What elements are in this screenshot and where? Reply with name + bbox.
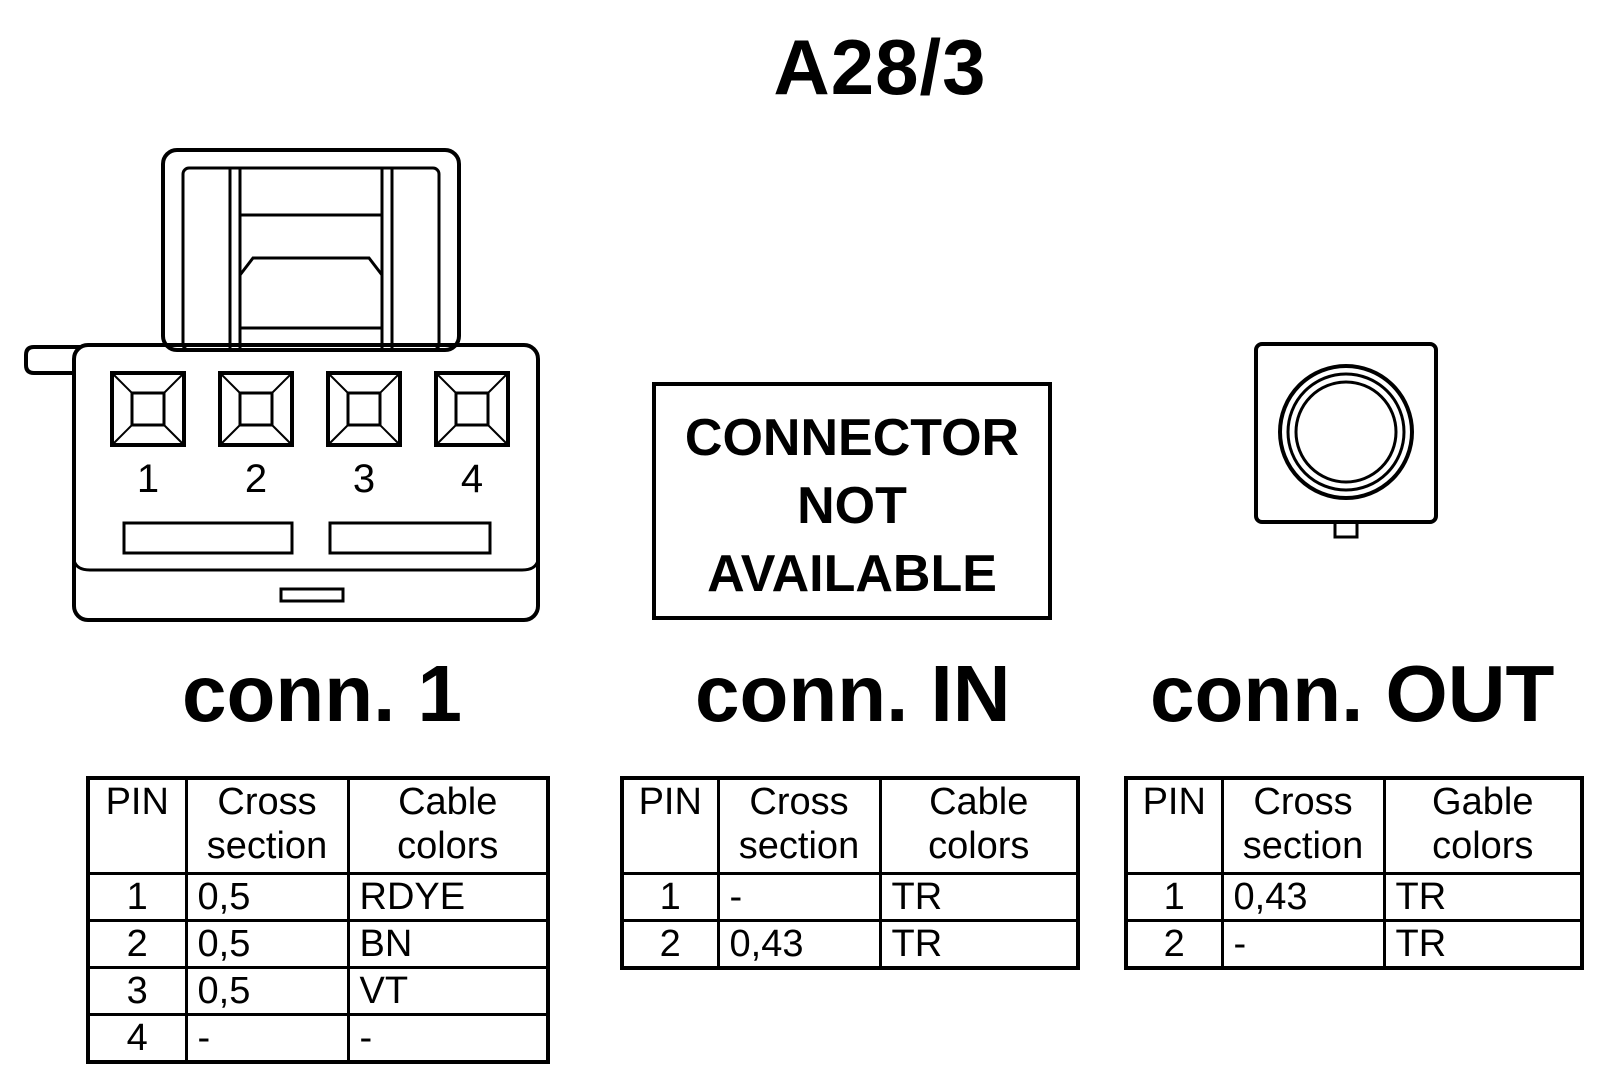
cable-color-cell: VT bbox=[346, 966, 550, 1016]
table-row: 3 0,5 VT bbox=[86, 966, 550, 1016]
table-row: 1 - TR bbox=[620, 872, 1080, 922]
table-row: 1 0,5 RDYE bbox=[86, 872, 550, 922]
pin-cell: 1 bbox=[86, 872, 188, 922]
table-row: 2 0,43 TR bbox=[620, 919, 1080, 970]
cable-color-cell: TR bbox=[1382, 919, 1584, 970]
table-row: 2 - TR bbox=[1124, 919, 1584, 970]
table-row: 4 - - bbox=[86, 1013, 550, 1064]
pin-cell: 2 bbox=[1124, 919, 1224, 970]
pin-cell: 2 bbox=[86, 919, 188, 969]
cross-section-cell: 0,5 bbox=[184, 872, 350, 922]
cross-section-cell: 0,43 bbox=[1220, 872, 1386, 922]
conn-in-label: conn. IN bbox=[695, 649, 1011, 738]
pin-cell: 1 bbox=[620, 872, 720, 922]
pin-header: PIN bbox=[86, 776, 188, 875]
conn1-label: conn. 1 bbox=[182, 649, 463, 738]
pin-cell: 1 bbox=[1124, 872, 1224, 922]
table-row: 2 0,5 BN bbox=[86, 919, 550, 969]
conn1-pin-cavity-2 bbox=[218, 371, 294, 447]
conn-out-label: conn. OUT bbox=[1150, 649, 1555, 738]
connector-not-available-box bbox=[652, 382, 1052, 620]
notice-line: AVAILABLE bbox=[707, 545, 997, 603]
conn1-pin-number: 3 bbox=[353, 457, 375, 501]
cable-color-cell: BN bbox=[346, 919, 550, 969]
table-row: 1 0,43 TR bbox=[1124, 872, 1584, 922]
pin-cell: 4 bbox=[86, 1013, 188, 1064]
notice-line: NOT bbox=[797, 477, 907, 535]
pin-cell: 3 bbox=[86, 966, 188, 1016]
conn1-pin-number: 4 bbox=[461, 457, 483, 501]
page-title: A28/3 bbox=[773, 23, 987, 111]
cross-section-cell: - bbox=[1220, 919, 1386, 970]
cross-section-cell: 0,5 bbox=[184, 919, 350, 969]
pin-cell: 2 bbox=[620, 919, 720, 970]
cable-color-cell: TR bbox=[1382, 872, 1584, 922]
conn1-housing-drawing bbox=[24, 148, 540, 622]
pin-header: PIN bbox=[620, 776, 720, 875]
conn1-pin-number: 2 bbox=[245, 457, 267, 501]
conn1-pin-cavity-3 bbox=[326, 371, 402, 447]
notice-line: CONNECTOR bbox=[685, 409, 1019, 467]
conn1-pin-number: 1 bbox=[137, 457, 159, 501]
cable-color-cell: TR bbox=[878, 872, 1080, 922]
cross-section-cell: - bbox=[716, 872, 882, 922]
cable-color-cell: - bbox=[346, 1013, 550, 1064]
cable-color-cell: RDYE bbox=[346, 872, 550, 922]
cross-section-cell: 0,5 bbox=[184, 966, 350, 1016]
conn-out-coax-drawing bbox=[1254, 342, 1438, 539]
cross-section-cell: 0,43 bbox=[716, 919, 882, 970]
pin-header: PIN bbox=[1124, 776, 1224, 875]
cable-color-cell: TR bbox=[878, 919, 1080, 970]
conn1-pin-cavity-4 bbox=[434, 371, 510, 447]
conn1-pin-cavity-1 bbox=[110, 371, 186, 447]
cross-section-cell: - bbox=[184, 1013, 350, 1064]
